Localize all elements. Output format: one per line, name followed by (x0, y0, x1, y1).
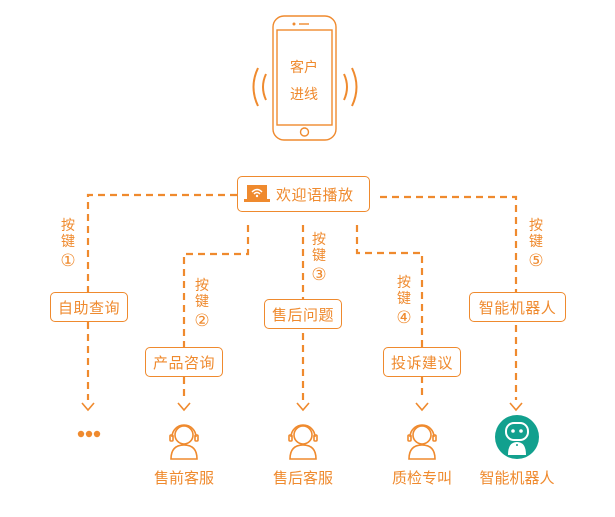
key-number: ② (194, 311, 210, 331)
connector-branch-1 (86, 193, 237, 400)
arrow-branch-1 (81, 402, 95, 412)
arrow-branch-3 (296, 402, 310, 412)
key-text: 按键 (397, 275, 411, 307)
laptop-wifi-icon (244, 185, 270, 202)
key-number: ③ (311, 265, 327, 285)
phone-caption-line1: 客户 (290, 60, 318, 76)
endpoint-presales: 售前客服 (153, 469, 214, 487)
menu-after-sales[interactable]: 售后问题 (264, 299, 342, 329)
headset-agent-icon (288, 424, 318, 460)
connector-branch-2 (182, 225, 250, 400)
menu-self-service[interactable]: 自助查询 (50, 292, 128, 322)
headset-agent-icon (169, 424, 199, 460)
key-number: ① (60, 251, 76, 271)
phone-caption-line2: 进线 (290, 87, 318, 103)
smartphone-ringing-icon (252, 15, 358, 141)
key-label-2: 按键 ② (193, 278, 211, 331)
connector-branch-5 (380, 195, 518, 400)
robot-icon (495, 415, 539, 459)
endpoint-smart-robot: 智能机器人 (479, 469, 555, 487)
key-text: 按键 (312, 232, 326, 264)
key-label-5: 按键 ⑤ (527, 218, 545, 271)
key-label-3: 按键 ③ (310, 232, 328, 285)
key-text: 按键 (61, 218, 75, 250)
arrow-branch-5 (509, 402, 523, 412)
key-text: 按键 (195, 278, 209, 310)
phone-caption: 客户 进线 (274, 55, 334, 109)
key-label-4: 按键 ④ (395, 275, 413, 328)
key-number: ④ (396, 308, 412, 328)
welcome-label: 欢迎语播放 (276, 185, 354, 204)
key-label-1: 按键 ① (59, 218, 77, 271)
endpoint-quality-check: 质检专叫 (391, 469, 452, 487)
key-text: 按键 (529, 218, 543, 250)
menu-product-inquiry[interactable]: 产品咨询 (145, 347, 223, 377)
menu-smart-robot[interactable]: 智能机器人 (469, 292, 566, 322)
menu-complaint[interactable]: 投诉建议 (383, 347, 461, 377)
connector-branch-4 (355, 225, 424, 400)
headset-agent-icon (407, 424, 437, 460)
more-dots-icon (77, 430, 101, 438)
endpoint-aftersales: 售后客服 (272, 469, 333, 487)
arrow-branch-4 (415, 402, 429, 412)
key-number: ⑤ (528, 251, 544, 271)
arrow-branch-2 (177, 402, 191, 412)
welcome-playback-node[interactable]: 欢迎语播放 (237, 176, 370, 212)
